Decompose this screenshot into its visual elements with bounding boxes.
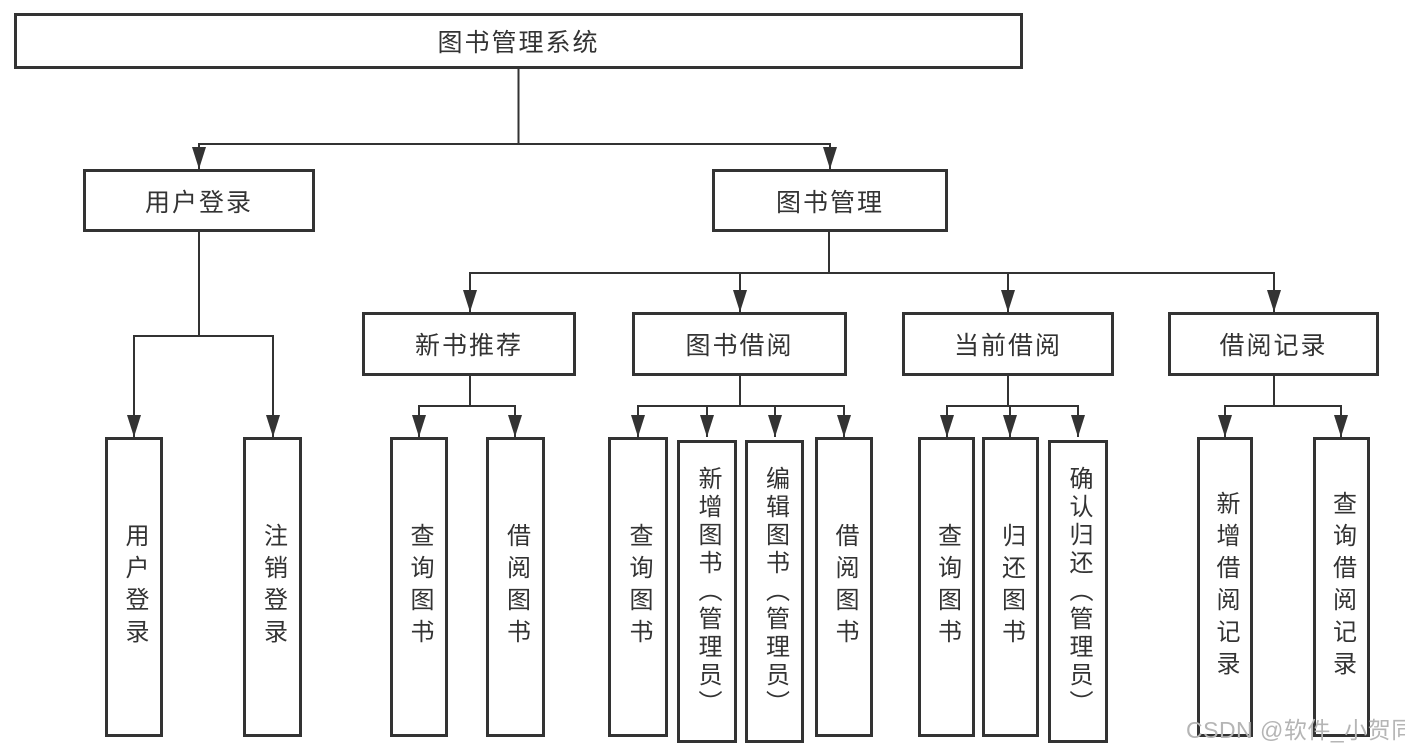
leaf-borrow-books: 借阅图书: [815, 437, 873, 737]
node-current-borrowing: 当前借阅: [902, 312, 1114, 376]
node-label: 当前借阅: [953, 332, 1062, 360]
connector-current-borrow-children: [940, 376, 1085, 437]
node-borrowing-records: 借阅记录: [1168, 312, 1379, 376]
leaf-add-book-admin: 新增图书（管理员）: [677, 440, 737, 743]
node-book-borrowing: 图书借阅: [632, 312, 847, 376]
node-label: 查询图书: [933, 523, 961, 651]
node-user-login: 用户登录: [83, 169, 315, 232]
leaf-return-book: 归还图书: [982, 437, 1039, 737]
node-label: 注销登录: [259, 523, 287, 651]
leaf-edit-book-admin: 编辑图书（管理员）: [745, 440, 804, 743]
node-root-library-system: 图书管理系统: [14, 13, 1023, 69]
node-label: 查询图书: [625, 523, 652, 651]
leaf-confirm-return-admin: 确认归还（管理员）: [1048, 440, 1108, 743]
node-label: 新增借阅记录: [1212, 491, 1239, 683]
leaf-add-borrow-record: 新增借阅记录: [1197, 437, 1253, 737]
leaf-query-books: 查询图书: [608, 437, 668, 737]
connector-new-book-children: [412, 376, 522, 437]
leaf-query-borrow-record: 查询借阅记录: [1313, 437, 1370, 737]
node-label: 图书借阅: [685, 332, 794, 360]
csdn-watermark: CSDN @软件_小贺同学: [1186, 717, 1405, 743]
node-label: 查询借阅记录: [1328, 491, 1356, 683]
node-book-management: 图书管理: [712, 169, 948, 232]
node-label: 新增图书（管理员）: [694, 465, 721, 718]
node-new-book-recommendation: 新书推荐: [362, 312, 576, 376]
node-label: 图书管理: [775, 188, 884, 217]
node-label: 查询图书: [406, 523, 433, 651]
leaf-query-books: 查询图书: [390, 437, 448, 737]
leaf-logout: 注销登录: [243, 437, 302, 737]
leaf-borrow-books: 借阅图书: [486, 437, 545, 737]
node-label: 用户登录: [121, 523, 148, 651]
node-label: 编辑图书（管理员）: [761, 465, 789, 718]
connector-records-children: [1218, 376, 1348, 437]
node-label: 用户登录: [144, 188, 253, 217]
node-label: 借阅图书: [502, 523, 530, 651]
connector-root-to-level2: [192, 69, 837, 169]
connector-book-mgmt-children: [463, 232, 1281, 312]
node-label: 借阅图书: [831, 523, 858, 651]
node-label: 图书管理系统: [437, 29, 600, 57]
leaf-query-books: 查询图书: [918, 437, 975, 737]
node-label: 确认归还（管理员）: [1065, 465, 1092, 718]
leaf-user-login: 用户登录: [105, 437, 163, 737]
node-label: 借阅记录: [1219, 332, 1328, 360]
connector-book-borrow-children: [631, 376, 851, 437]
connector-user-login-children: [127, 232, 280, 437]
node-label: 新书推荐: [414, 332, 523, 360]
node-label: 归还图书: [997, 523, 1025, 651]
